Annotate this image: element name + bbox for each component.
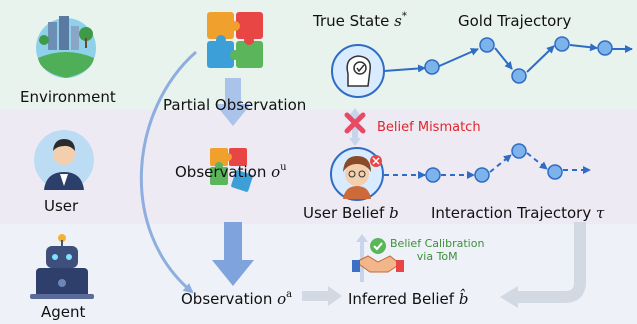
interaction-trajectory-path	[384, 143, 591, 183]
partial-to-observation-arrow	[215, 78, 251, 126]
environment-globe-icon	[36, 16, 96, 78]
agent-robot-icon	[30, 234, 94, 299]
user-to-agent-observation-arrow	[212, 222, 254, 286]
environment-band	[0, 0, 637, 110]
true-state-label: True State s*	[313, 11, 407, 30]
environment-to-agent-curve-arrow	[139, 50, 197, 294]
user-band	[0, 110, 637, 224]
observation-to-inferred-belief-arrow	[302, 286, 342, 306]
gold-trajectory-label: Gold Trajectory	[458, 12, 572, 30]
gold-trajectory-path	[383, 36, 633, 84]
user-label: User	[44, 197, 79, 215]
true-state-head-icon	[331, 44, 385, 98]
observation-user-label: Observation ou	[175, 162, 287, 181]
belief-mismatch-label: Belief Mismatch	[377, 120, 481, 135]
mismatch-cross-icon	[344, 112, 366, 134]
inferred-belief-label: Inferred Belief b̂	[348, 290, 469, 308]
user-belief-face-icon	[330, 147, 384, 201]
agent-label: Agent	[41, 303, 86, 321]
user-avatar-icon	[34, 130, 94, 190]
handshake-check-icon	[352, 238, 404, 273]
agent-band	[0, 224, 637, 324]
puzzle-partial-icon	[210, 148, 253, 192]
interaction-trajectory-label: Interaction Trajectory τ	[431, 204, 605, 222]
puzzle-full-icon	[207, 12, 263, 68]
belief-calibration-label: Belief Calibration via ToM	[390, 237, 485, 263]
observation-agent-label: Observation oa	[181, 289, 293, 308]
user-belief-label: User Belief b	[303, 204, 399, 222]
belief-mismatch-connector	[344, 108, 366, 146]
partial-observation-label: Partial Observation	[163, 96, 307, 114]
environment-label: Environment	[20, 88, 116, 106]
trajectory-to-inferred-belief-arrow	[516, 222, 586, 303]
